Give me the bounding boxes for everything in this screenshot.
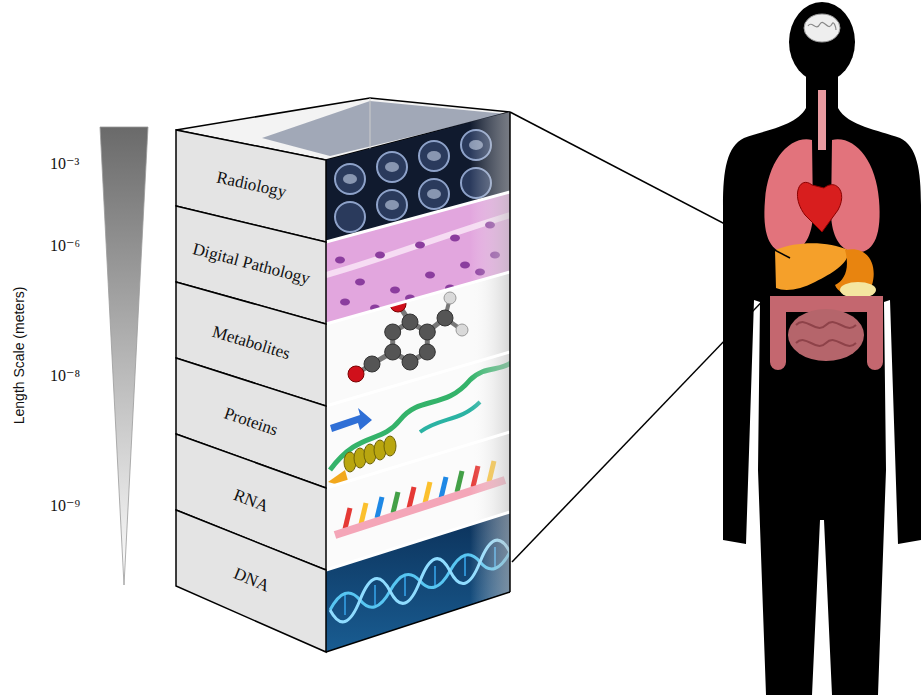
carbon-atom	[419, 344, 435, 360]
ct-organ	[427, 189, 441, 199]
carbon-atom	[402, 354, 418, 370]
cell-nucleus	[450, 235, 460, 242]
cell-nucleus	[390, 287, 400, 294]
zoom-line	[510, 112, 790, 258]
base	[393, 492, 398, 513]
base-pair	[464, 556, 466, 576]
large-intestine	[778, 304, 875, 362]
ct-scan	[335, 202, 365, 232]
cell-nucleus	[460, 262, 470, 269]
intestine-fold	[796, 322, 856, 346]
base-pair	[434, 566, 436, 586]
ct-organ	[385, 162, 399, 172]
base	[457, 471, 462, 492]
cell-nucleus	[375, 252, 385, 259]
carbon-atom	[402, 314, 418, 330]
box-edge	[509, 112, 511, 592]
small-intestine	[788, 309, 864, 361]
base	[409, 487, 414, 508]
cell-nucleus	[415, 242, 425, 249]
carbon-atom	[364, 356, 380, 372]
trachea	[818, 90, 826, 150]
brain	[804, 14, 840, 42]
carbon-atom	[385, 324, 401, 340]
base	[441, 477, 446, 498]
slice-gap	[326, 432, 510, 488]
axis-title: Length Scale (meters)	[11, 286, 28, 424]
cell-nucleus	[335, 257, 345, 264]
base-pair	[404, 576, 406, 596]
ct-organ	[385, 200, 399, 210]
slice-gap	[326, 272, 510, 324]
slice-gap	[326, 192, 510, 242]
carbon-atom	[419, 324, 435, 340]
brain-fold	[808, 22, 836, 30]
heart	[797, 182, 841, 232]
pancreas	[840, 282, 876, 298]
ct-scan	[335, 164, 365, 194]
slice-gap	[326, 512, 510, 570]
human-figure	[723, 2, 921, 695]
layer-panel	[176, 510, 326, 652]
carbon-atom	[385, 344, 401, 360]
ct-scan	[419, 141, 449, 171]
oxygen-atom	[348, 366, 364, 382]
ct-scan	[419, 179, 449, 209]
alpha-helix	[384, 436, 396, 456]
base-pair	[374, 585, 376, 605]
base	[425, 482, 430, 503]
tick-label: 10⁻⁸	[50, 366, 80, 385]
cell-nucleus	[340, 299, 350, 306]
liver	[775, 243, 848, 290]
ct-scan	[377, 152, 407, 182]
body-silhouette	[723, 108, 921, 695]
ct-organ	[427, 151, 441, 161]
base	[361, 503, 366, 524]
tick-label: 10⁻⁶	[50, 236, 80, 255]
ct-scan	[377, 190, 407, 220]
cell-nucleus	[355, 279, 365, 286]
base	[377, 497, 382, 518]
slice-gap	[326, 352, 510, 406]
scale-wedge	[100, 127, 148, 585]
hydrogen-atom	[456, 324, 468, 336]
base-pair	[344, 595, 346, 615]
layer-label-panel: DNA	[176, 510, 326, 652]
tick-label: 10⁻⁹	[50, 496, 80, 515]
base	[345, 508, 350, 529]
cell-nucleus	[425, 272, 435, 279]
tick-label: 10⁻³	[50, 154, 79, 173]
box-edge	[326, 592, 510, 652]
beta-strand	[330, 408, 372, 432]
hydrogen-atom	[444, 292, 456, 304]
carbon-atom	[437, 310, 453, 326]
zoom-line	[512, 288, 775, 562]
ct-organ	[343, 174, 357, 184]
